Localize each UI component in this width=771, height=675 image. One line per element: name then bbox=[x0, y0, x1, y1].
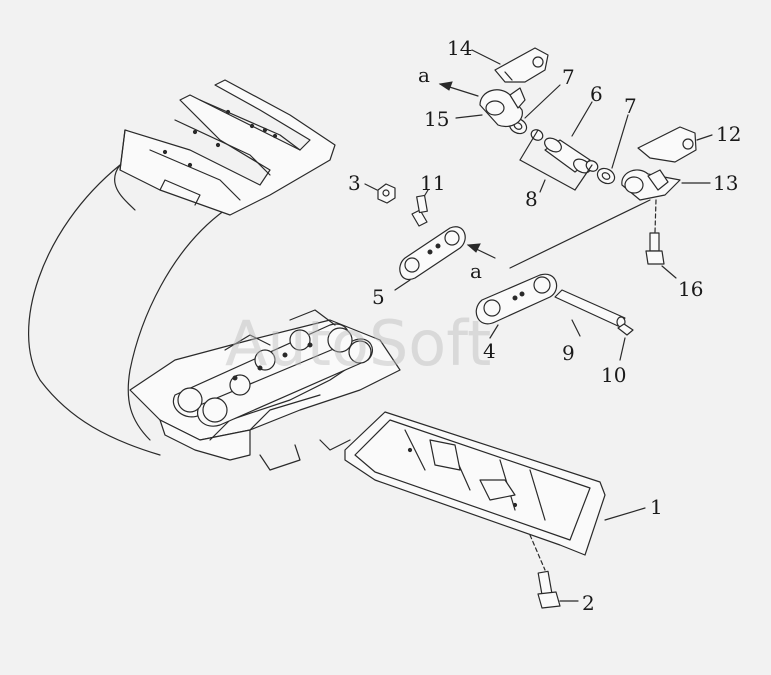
part-13-link-end bbox=[621, 169, 711, 201]
callout-3: 3 bbox=[348, 171, 361, 195]
part-1-shoe bbox=[344, 411, 646, 556]
part-7-seal-b bbox=[585, 114, 629, 185]
callout-11: 11 bbox=[420, 171, 445, 195]
part-5-link bbox=[394, 226, 466, 291]
ref-arrow-a-top bbox=[438, 81, 479, 97]
callout-7-a: 7 bbox=[562, 65, 575, 89]
part-3-nut bbox=[364, 183, 396, 204]
callout-9: 9 bbox=[562, 341, 575, 365]
callout-2: 2 bbox=[582, 591, 595, 615]
track-chain-bottom bbox=[129, 309, 401, 471]
part-6-bushing bbox=[544, 101, 593, 174]
callout-7-b: 7 bbox=[624, 94, 637, 118]
part-11-bolt bbox=[411, 189, 429, 227]
part-9-pin bbox=[554, 289, 626, 337]
callout-1: 1 bbox=[650, 495, 663, 519]
callout-12: 12 bbox=[716, 122, 741, 146]
part-12-clamp bbox=[637, 126, 713, 163]
ref-arrow-a-mid bbox=[466, 199, 651, 269]
callout-5: 5 bbox=[372, 285, 385, 309]
callout-14: 14 bbox=[447, 36, 472, 60]
watermark: AutoSoft bbox=[225, 307, 491, 380]
ref-label-a-mid: a bbox=[470, 259, 482, 283]
part-2-bolt bbox=[529, 534, 579, 609]
callout-13: 13 bbox=[713, 171, 738, 195]
callout-16: 16 bbox=[678, 277, 703, 301]
ref-label-a-top: a bbox=[418, 63, 430, 87]
part-4-link bbox=[475, 273, 558, 339]
callout-10: 10 bbox=[601, 363, 626, 387]
callout-4: 4 bbox=[483, 339, 496, 363]
part-14-clamp bbox=[471, 47, 549, 83]
callout-6: 6 bbox=[590, 82, 603, 106]
part-15-link-end bbox=[455, 87, 526, 128]
part-10-pin bbox=[617, 323, 634, 361]
callout-15: 15 bbox=[424, 107, 449, 131]
callout-8: 8 bbox=[525, 187, 538, 211]
part-16-bolt bbox=[645, 199, 677, 279]
part-8-leader bbox=[519, 129, 593, 193]
track-shoes-top bbox=[119, 79, 336, 216]
track-loop bbox=[28, 164, 226, 456]
